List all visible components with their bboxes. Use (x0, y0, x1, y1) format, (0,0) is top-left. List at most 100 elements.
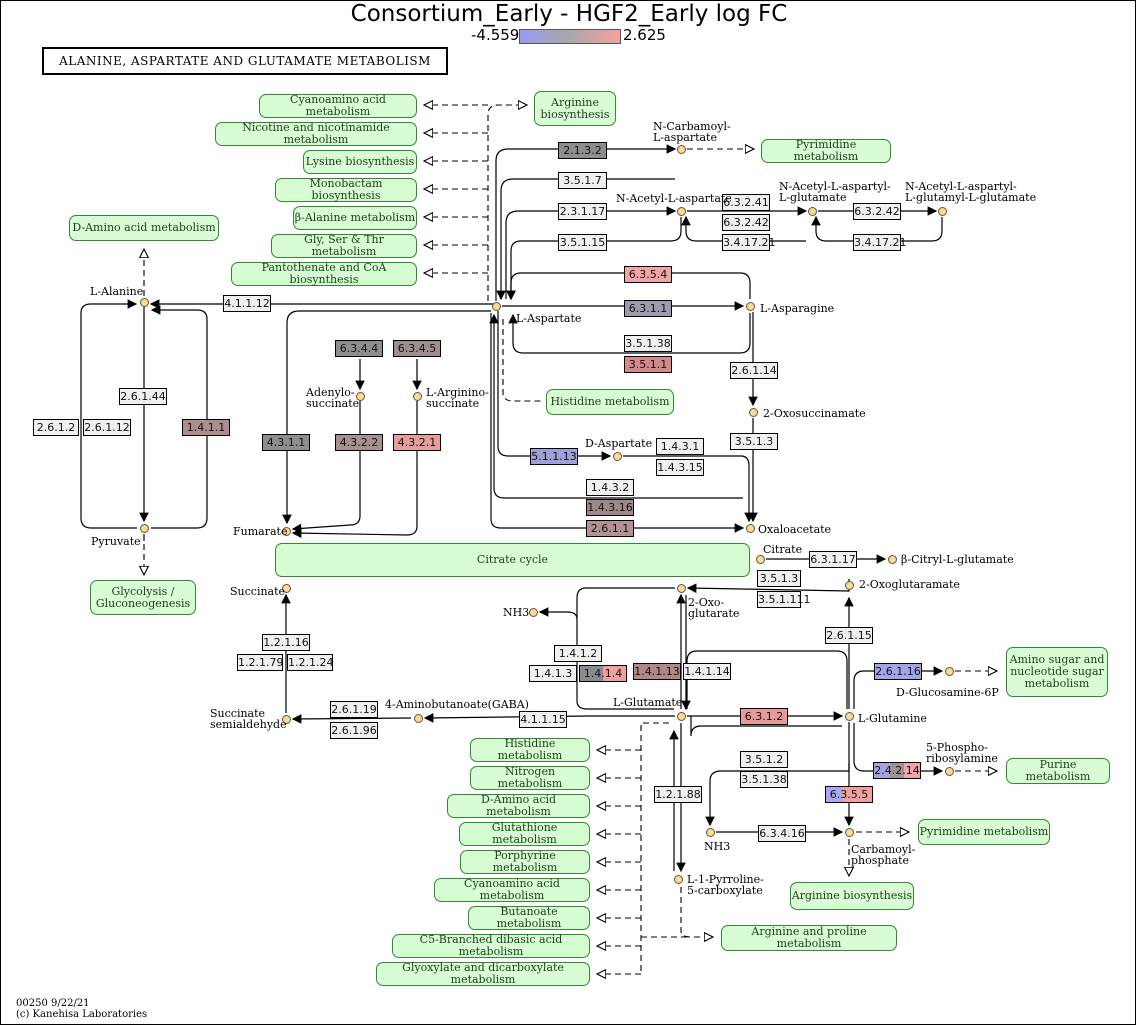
compound-node-nh3[interactable] (529, 608, 538, 617)
pathway-link-arginine-biosynthesis[interactable]: Arginine biosynthesis (534, 91, 616, 126)
enzyme-3-5-1-1[interactable]: 3.5.1.1 (624, 356, 672, 373)
compound-node-4-aminobutanoate-gaba[interactable] (414, 714, 423, 723)
pathway-link-histidine-metabolism[interactable]: Histidine metabolism (546, 389, 674, 415)
enzyme-2-6-1-96[interactable]: 2.6.1.96 (330, 722, 378, 739)
compound-node-n-acetyl-l-aspartyl-l-glutamate[interactable] (808, 207, 817, 216)
enzyme-1-4-3-1[interactable]: 1.4.3.1 (656, 438, 704, 455)
pathway-link-d-amino-acid-metabolism[interactable]: D-Amino acid metabolism (69, 215, 219, 241)
enzyme-3-5-1-3[interactable]: 3.5.1.3 (757, 570, 801, 587)
pathway-link-arginine-and-proline-metabolism[interactable]: Arginine and proline metabolism (721, 925, 897, 951)
enzyme-6-3-1-1[interactable]: 6.3.1.1 (624, 300, 672, 317)
compound-node-d-aspartate[interactable] (613, 452, 622, 461)
pathway-link-arginine-biosynthesis[interactable]: Arginine biosynthesis (790, 882, 914, 910)
pathway-link-glutathione-metabolism[interactable]: Glutathione metabolism (459, 822, 590, 846)
compound-node-l-alanine[interactable] (140, 298, 149, 307)
pathway-link-gly-ser-thr-metabolism[interactable]: Gly, Ser & Thr metabolism (271, 234, 417, 258)
pathway-link-glyoxylate-and-dicarboxylate-metabolism[interactable]: Glyoxylate and dicarboxylate metabolism (376, 962, 590, 986)
enzyme-2-6-1-14[interactable]: 2.6.1.14 (730, 362, 778, 379)
enzyme-1-2-1-16[interactable]: 1.2.1.16 (262, 634, 310, 651)
enzyme-2-6-1-16[interactable]: 2.6.1.16 (874, 663, 922, 680)
pathway-link-d-amino-acid-metabolism[interactable]: D-Amino acid metabolism (447, 794, 590, 818)
pathway-link-nitrogen-metabolism[interactable]: Nitrogen metabolism (470, 766, 590, 790)
compound-node-nh3[interactable] (706, 828, 715, 837)
enzyme-2-6-1-12[interactable]: 2.6.1.12 (83, 419, 131, 436)
pathway-link-nicotine-and-nicotinamide-metabolism[interactable]: Nicotine and nicotinamide metabolism (215, 122, 417, 146)
compound-node-n-acetyl-l-aspartate[interactable] (677, 207, 686, 216)
compound-node-succinate-semialdehyde[interactable] (282, 715, 291, 724)
enzyme-2-6-1-15[interactable]: 2.6.1.15 (825, 627, 873, 644)
compound-node-citryl-l-glutamate[interactable] (888, 555, 897, 564)
enzyme-3-4-17-21[interactable]: 3.4.17.21 (853, 234, 907, 251)
compound-node-2-oxoglutaramate[interactable] (845, 581, 854, 590)
pathway-link-porphyrine-metabolism[interactable]: Porphyrine metabolism (460, 850, 590, 874)
enzyme-1-4-1-1[interactable]: 1.4.1.1 (182, 419, 230, 436)
compound-node-oxaloacetate[interactable] (746, 524, 755, 533)
compound-node-l-1-pyrroline-5-carboxylate[interactable] (674, 875, 683, 884)
pathway-link-butanoate-metabolism[interactable]: Butanoate metabolism (468, 906, 590, 930)
compound-node-d-glucosamine-6p[interactable] (945, 667, 954, 676)
enzyme-2-3-1-17[interactable]: 2.3.1.17 (558, 203, 607, 220)
enzyme-1-4-1-2[interactable]: 1.4.1.2 (554, 645, 602, 662)
enzyme-6-3-1-2[interactable]: 6.3.1.2 (740, 708, 788, 725)
compound-node-citrate[interactable] (756, 555, 765, 564)
enzyme-6-3-2-42[interactable]: 6.3.2.42 (853, 203, 901, 220)
compound-node-l-glutamate[interactable] (677, 712, 686, 721)
enzyme-1-4-1-13[interactable]: 1.4.1.13 (633, 663, 681, 680)
compound-node-l-aspartate[interactable] (492, 302, 501, 311)
enzyme-3-5-1-3[interactable]: 3.5.1.3 (730, 433, 778, 450)
pathway-link-pantothenate-and-coa-biosynthesis[interactable]: Pantothenate and CoA biosynthesis (231, 262, 417, 286)
enzyme-3-5-1-38[interactable]: 3.5.1.38 (624, 335, 672, 352)
enzyme-2-1-3-2[interactable]: 2.1.3.2 (558, 142, 607, 159)
enzyme-4-3-2-1[interactable]: 4.3.2.1 (393, 434, 441, 451)
pathway-link-histidine-metabolism[interactable]: Histidine metabolism (470, 738, 590, 762)
enzyme-3-4-17-21[interactable]: 3.4.17.21 (722, 234, 776, 251)
compound-node-succinate[interactable] (282, 584, 291, 593)
enzyme-2-6-1-44[interactable]: 2.6.1.44 (119, 388, 167, 405)
enzyme-4-1-1-12[interactable]: 4.1.1.12 (223, 295, 271, 312)
compound-node-pyruvate[interactable] (140, 524, 149, 533)
enzyme-6-3-5-4[interactable]: 6.3.5.4 (624, 266, 672, 283)
pathway-link-pyrimidine-metabolism[interactable]: Pyrimidine metabolism (918, 819, 1050, 845)
enzyme-6-3-2-41[interactable]: 6.3.2.41 (722, 194, 770, 211)
pathway-link-c5-branched-dibasic-acid-metabolism[interactable]: C5-Branched dibasic acid metabolism (392, 934, 590, 958)
pathway-link-glycolysis-gluconeogenesis[interactable]: Glycolysis / Gluconeogenesis (90, 580, 196, 615)
enzyme-6-3-4-5[interactable]: 6.3.4.5 (393, 340, 441, 357)
compound-node-carbamoyl-phosphate[interactable] (845, 828, 854, 837)
enzyme-4-1-1-15[interactable]: 4.1.1.15 (519, 711, 567, 728)
enzyme-6-3-1-17[interactable]: 6.3.1.17 (809, 551, 857, 568)
compound-node-5-phospho-ribosylamine[interactable] (945, 767, 954, 776)
enzyme-2-6-1-2[interactable]: 2.6.1.2 (33, 419, 79, 436)
enzyme-3-5-1-38[interactable]: 3.5.1.38 (740, 771, 788, 788)
enzyme-1-4-1-14[interactable]: 1.4.1.14 (683, 663, 731, 680)
enzyme-3-5-1-111[interactable]: 3.5.1.111 (757, 591, 811, 608)
enzyme-5-1-1-13[interactable]: 5.1.1.13 (530, 448, 578, 465)
enzyme-1-4-3-15[interactable]: 1.4.3.15 (656, 459, 704, 476)
pathway-link-citrate-cycle[interactable]: Citrate cycle (275, 543, 750, 577)
enzyme-6-3-5-5[interactable]: 6.3.5.5 (825, 786, 873, 803)
enzyme-1-4-1-4[interactable]: 1.4.1.4 (579, 665, 627, 682)
enzyme-2-4-2-14[interactable]: 2.4.2.14 (873, 762, 921, 779)
compound-node-l-asparagine[interactable] (746, 302, 755, 311)
enzyme-3-5-1-15[interactable]: 3.5.1.15 (558, 234, 607, 251)
enzyme-3-5-1-2[interactable]: 3.5.1.2 (740, 751, 788, 768)
enzyme-1-4-3-2[interactable]: 1.4.3.2 (586, 479, 634, 496)
enzyme-6-3-2-42[interactable]: 6.3.2.42 (722, 214, 770, 231)
enzyme-1-2-1-24[interactable]: 1.2.1.24 (287, 654, 334, 671)
compound-node-l-glutamine[interactable] (845, 712, 854, 721)
pathway-link-alanine-metabolism[interactable]: β-Alanine metabolism (293, 206, 417, 230)
enzyme-1-4-3-16[interactable]: 1.4.3.16 (586, 499, 634, 516)
enzyme-6-3-4-4[interactable]: 6.3.4.4 (335, 340, 383, 357)
pathway-link-purine-metabolism[interactable]: Purine metabolism (1006, 758, 1110, 784)
compound-node-fumarate[interactable] (282, 527, 291, 536)
compound-node-n-acetyl-l-aspartyl-l-glutamyl-l-glutamate[interactable] (938, 207, 947, 216)
compound-node-2-oxosuccinamate[interactable] (749, 408, 758, 417)
compound-node-l-arginino-succinate[interactable] (413, 392, 422, 401)
compound-node-adenylo-succinate[interactable] (356, 392, 365, 401)
pathway-link-amino-sugar-and-nucleotide-sugar-metabolism[interactable]: Amino sugar and nucleotide sugar metabol… (1006, 647, 1108, 697)
pathway-link-cyanoamino-acid-metabolism[interactable]: Cyanoamino acid metabolism (259, 94, 417, 118)
pathway-link-monobactam-biosynthesis[interactable]: Monobactam biosynthesis (275, 178, 417, 202)
enzyme-1-2-1-79[interactable]: 1.2.1.79 (237, 654, 284, 671)
enzyme-2-6-1-1[interactable]: 2.6.1.1 (586, 520, 634, 537)
enzyme-3-5-1-7[interactable]: 3.5.1.7 (558, 172, 607, 189)
compound-node-2-oxo-glutarate[interactable] (677, 584, 686, 593)
